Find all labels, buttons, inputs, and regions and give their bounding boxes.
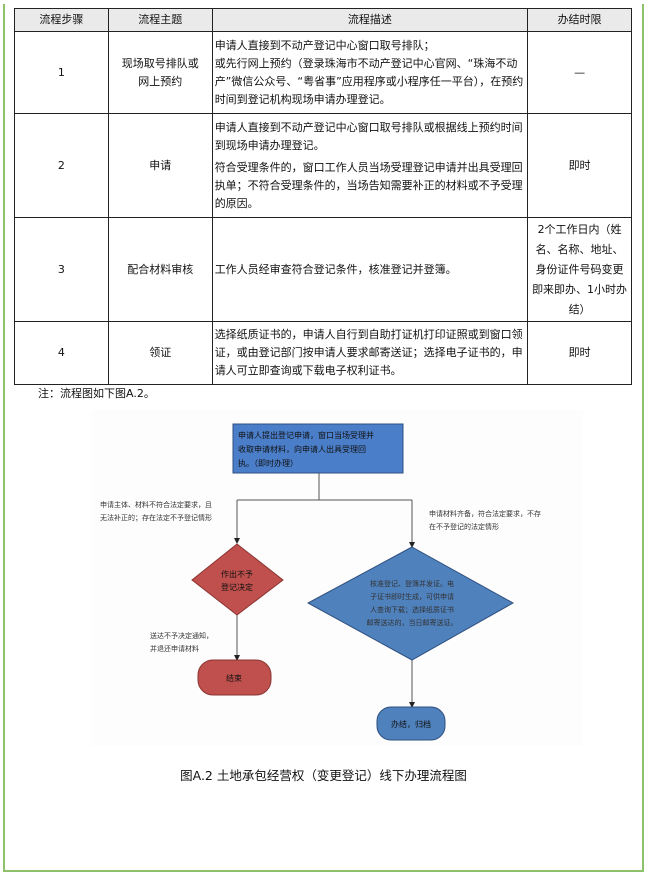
topic-cell: 现场取号排队或网上预约 <box>107 31 213 114</box>
reject-decision-diamond <box>191 543 284 616</box>
desc-cell: 工作人员经审查符合登记条件，核准登记并登簿。 <box>211 217 529 322</box>
topic-cell: 配合材料审核 <box>107 217 213 322</box>
page-border <box>3 4 644 872</box>
left-condition: 无法补正的；存在法定不予登记情形 <box>100 513 212 522</box>
reject-action: 送达不予决定通知， <box>150 631 213 640</box>
header-step: 流程步骤 <box>14 8 109 32</box>
table-row: 4 领证 选择纸质证书的，申请人自行到自助打证机打印证照或到窗口领证，或由登记部… <box>14 321 632 385</box>
start-text: 执。（即时办理） <box>238 458 298 468</box>
end-approve-box <box>376 706 446 741</box>
header-desc: 流程描述 <box>211 8 529 32</box>
figure-caption: 图A.2 土地承包经营权（变更登记）线下办理流程图 <box>180 768 467 783</box>
step-cell: 4 <box>14 321 109 385</box>
desc-text: 或先行网上预约（登录珠海市不动产登记中心官网、“珠海不动产”微信公众号、“粤省事… <box>214 56 524 106</box>
step-cell: 3 <box>14 217 109 322</box>
desc-cell: 选择纸质证书的，申请人自行到自助打证机打印证照或到窗口领证，或由登记部门按申请人… <box>211 321 529 385</box>
reject-decision-text: 登记决定 <box>221 582 253 592</box>
process-table: 流程步骤 流程主题 流程描述 办结时限 1 现场取号排队或网上预约 申请人直接到… <box>14 8 632 385</box>
limit-cell: 即时 <box>527 113 632 218</box>
approve-decision-text: 人查询下载；选择纸质证书 <box>370 605 454 614</box>
desc-text: 申请人直接到不动产登记中心窗口取号排队； <box>214 38 435 52</box>
start-text: 申请人提出登记申请，窗口当场受理并 <box>238 430 374 440</box>
connectors <box>234 473 415 708</box>
table-row: 3 配合材料审核 工作人员经审查符合登记条件，核准登记并登簿。 2个工作日内（姓… <box>14 217 632 322</box>
end-reject-box <box>197 659 272 696</box>
limit-cell: — <box>527 31 632 114</box>
limit-cell: 2个工作日内（姓名、名称、地址、身份证件号码变更即来即办、1小时办结） <box>527 217 632 322</box>
limit-cell: 即时 <box>527 321 632 385</box>
desc-text: 符合受理条件的，窗口工作人员当场受理登记申请并出具受理回执单；不符合受理条件的，… <box>214 160 523 210</box>
approve-decision-diamond <box>306 546 515 661</box>
header-limit: 办结时限 <box>527 8 632 32</box>
end-approve-text: 办结，归档 <box>391 719 431 729</box>
approve-decision-text: 核准登记、登簿并发证。电 <box>370 579 454 588</box>
approve-decision-text: 子证书即时生成，可供申请 <box>370 592 454 601</box>
table-header-row: 流程步骤 流程主题 流程描述 办结时限 <box>14 8 632 32</box>
approve-decision-text: 邮寄送达的，当日邮寄送证。 <box>367 618 458 627</box>
right-condition: 申请材料齐备，符合法定要求，不存 <box>429 509 541 518</box>
reject-decision-text: 作出不予 <box>221 569 253 579</box>
figure-note: 注：流程图如下图A.2。 <box>38 387 155 400</box>
start-text: 收取申请材料，向申请人出具受理回 <box>238 444 366 454</box>
desc-cell: 申请人直接到不动产登记中心窗口取号排队或根据线上预约时间到现场申请办理登记。符合… <box>211 113 529 218</box>
left-condition: 申请主体、材料不符合法定要求，且 <box>100 500 212 509</box>
end-reject-text: 结束 <box>226 673 242 683</box>
desc-text: 工作人员经审查符合登记条件，核准登记并登簿。 <box>214 262 457 276</box>
reject-action: 并退还申请材料 <box>150 644 199 653</box>
right-condition: 在不予登记的法定情形 <box>429 522 499 531</box>
desc-text: 申请人直接到不动产登记中心窗口取号排队或根据线上预约时间到现场申请办理登记。 <box>214 120 523 152</box>
table-row: 2 申请 申请人直接到不动产登记中心窗口取号排队或根据线上预约时间到现场申请办理… <box>14 113 632 218</box>
desc-text: 选择纸质证书的，申请人自行到自助打证机打印证照或到窗口领证，或由登记部门按申请人… <box>214 328 523 377</box>
start-box <box>232 423 404 474</box>
